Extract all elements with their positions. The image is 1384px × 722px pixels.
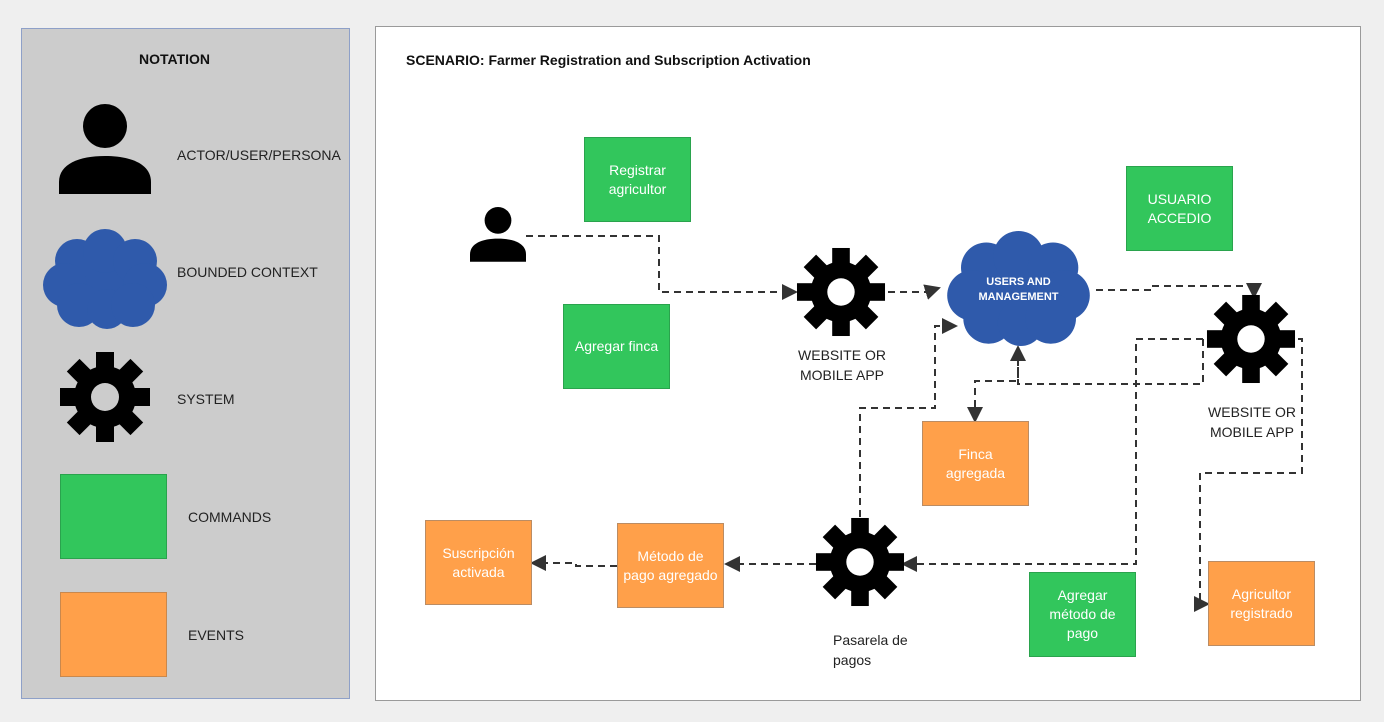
command-agregar-metodo-pago[interactable]: Agregar método de pago [1029,572,1136,657]
notation-title: NOTATION [138,51,211,67]
event-suscripcion-activada[interactable]: Suscripción activada [425,520,532,605]
gear-icon[interactable] [1206,294,1296,384]
notation-panel: NOTATION ACTOR/USER/PERSONA BOUNDED CONT… [21,28,350,699]
bounded-context-cloud[interactable] [941,231,1096,346]
legend-events-label: EVENTS [188,627,245,643]
command-agregar-finca[interactable]: Agregar finca [563,304,670,389]
connector-app2-to-agricultor [1194,338,1303,612]
legend-system-label: SYSTEM [177,391,235,407]
scenario-title: SCENARIO: Farmer Registration and Subscr… [406,52,811,68]
command-usuario-accedio[interactable]: USUARIO ACCEDIO [1126,166,1233,251]
actor-icon [470,207,526,262]
connector-app-to-cloud [888,284,941,300]
system-label-website-app-1: WEBSITE OR MOBILE APP [798,347,886,383]
system-label-pasarela: Pasarela de pagos [833,632,908,668]
bounded-context-icon [43,229,167,329]
legend-commands-label: COMMANDS [188,509,272,525]
connector-app2-to-pasarela [901,338,1203,572]
bounded-context-label: USERS AND MANAGEMENT [978,276,1059,303]
command-registrar-agricultor[interactable]: Registrar agricultor [584,137,691,222]
gear-icon[interactable] [815,517,905,607]
connector-pasarela-to-cloud [859,318,958,517]
connector-metodo-to-suscripcion [530,555,617,571]
connector-lines [526,235,1303,612]
legend-bounded-context-label: BOUNDED CONTEXT [177,264,318,280]
connector-actor-to-app [526,235,798,300]
scenario-panel: SCENARIO: Farmer Registration and Subscr… [375,26,1361,701]
event-metodo-pago-agregado[interactable]: Método de pago agregado [617,523,724,608]
event-agricultor-registrado[interactable]: Agricultor registrado [1208,561,1315,646]
gear-icon[interactable] [796,247,886,337]
legend-actor-label: ACTOR/USER/PERSONA [177,147,341,163]
connector-cloud-to-finca [967,347,1019,423]
actor-icon [59,104,151,194]
legend-commands-swatch [60,474,167,559]
system-icon [60,352,150,442]
connector-cloud-to-app2 [1096,283,1262,299]
system-label-website-app-2: WEBSITE OR MOBILE APP [1208,404,1296,440]
legend-events-swatch [60,592,167,677]
event-finca-agregada[interactable]: Finca agregada [922,421,1029,506]
connector-app2-to-cloud [1010,339,1204,385]
